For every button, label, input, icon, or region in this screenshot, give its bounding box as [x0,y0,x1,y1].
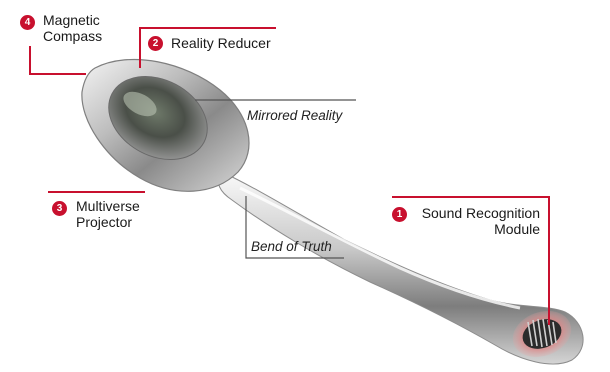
annotation-bend-of-truth: Bend of Truth [251,239,332,255]
callout-3-line1: Multiverse [76,198,140,214]
callout-3-line2: Projector [76,214,140,230]
callout-1-line2: Module [414,221,540,237]
callout-label-sound-recognition: Sound Recognition Module [414,205,540,237]
leader-line-4 [30,46,86,74]
callout-label-multiverse-projector: Multiverse Projector [76,198,140,230]
callout-4-line1: Magnetic [43,12,102,28]
callout-1-line1: Sound Recognition [414,205,540,221]
callout-badge-4: 4 [20,15,35,30]
callout-badge-3: 3 [52,201,67,216]
annotation-mirrored-reality: Mirrored Reality [247,108,342,124]
callout-badge-2: 2 [148,36,163,51]
callout-4-line2: Compass [43,28,102,44]
callout-label-reality-reducer: Reality Reducer [171,35,271,51]
callout-badge-1: 1 [392,207,407,222]
callout-label-magnetic-compass: Magnetic Compass [43,12,102,44]
